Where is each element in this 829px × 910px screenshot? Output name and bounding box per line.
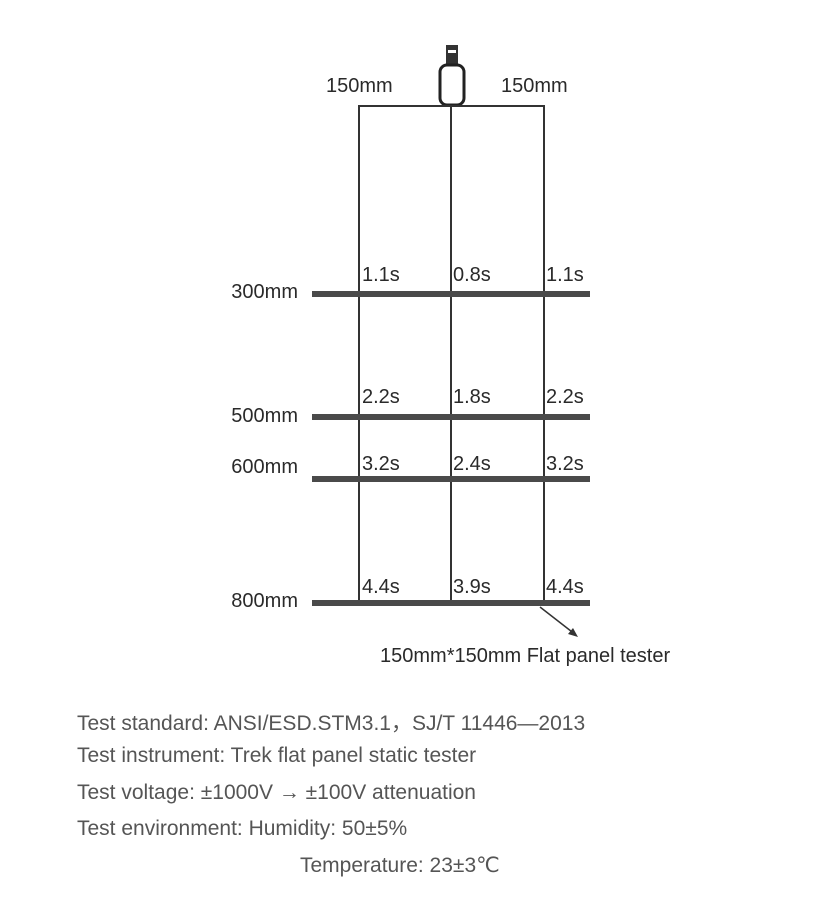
time-label: 1.1s [362, 264, 400, 286]
distance-label: 800mm [231, 590, 298, 612]
vertical-line-center [450, 105, 452, 605]
distance-label: 600mm [231, 456, 298, 478]
time-label: 1.1s [546, 264, 584, 286]
note-voltage: Test voltage: ±1000V → ±100V attenuation [77, 781, 476, 804]
time-label: 0.8s [453, 264, 491, 286]
tester-caption: 150mm*150mm Flat panel tester [380, 645, 671, 667]
vertical-line-left [358, 105, 360, 605]
distance-label: 500mm [231, 405, 298, 427]
time-label: 3.2s [362, 453, 400, 475]
note-temperature: Temperature: 23±3℃ [300, 854, 500, 877]
note-standard: Test standard: ANSI/ESD.STM3.1，SJ/T 1144… [77, 712, 586, 735]
distance-bar-800 [312, 600, 590, 606]
time-label: 2.4s [453, 453, 491, 475]
note-environment: Test environment: Humidity: 50±5% [77, 817, 408, 840]
time-label: 2.2s [546, 386, 584, 408]
time-label: 3.9s [453, 576, 491, 598]
width-label-right: 150mm [501, 75, 568, 97]
distance-label: 300mm [231, 281, 298, 303]
time-label: 4.4s [362, 576, 400, 598]
time-label: 2.2s [362, 386, 400, 408]
note-instrument: Test instrument: Trek flat panel static … [77, 744, 477, 767]
width-label-left: 150mm [326, 75, 393, 97]
vertical-line-right [543, 105, 545, 605]
distance-bar-600 [312, 476, 590, 482]
time-label: 3.2s [546, 453, 584, 475]
distance-bar-300 [312, 291, 590, 297]
time-label: 1.8s [453, 386, 491, 408]
distance-bar-500 [312, 414, 590, 420]
time-label: 4.4s [546, 576, 584, 598]
